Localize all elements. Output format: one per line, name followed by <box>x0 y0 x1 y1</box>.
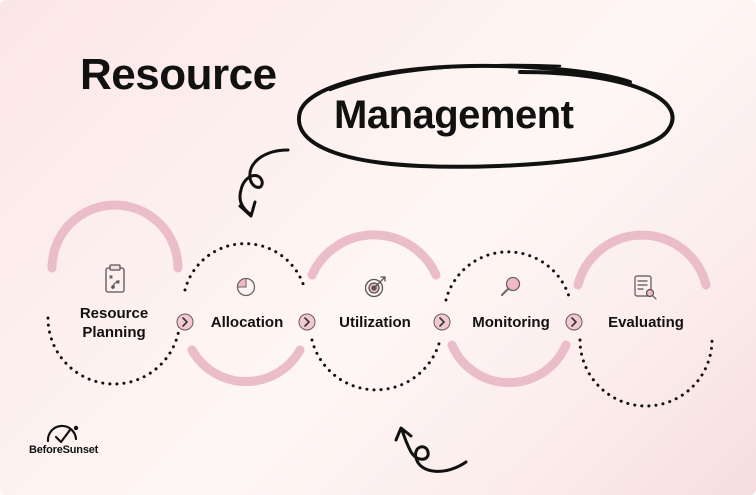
step-label-2-line1: Allocation <box>210 314 284 331</box>
curly-arrow-top <box>238 148 290 218</box>
step-label-3-line1: Utilization <box>339 314 411 331</box>
step-circle-1 <box>46 200 183 386</box>
curly-arrow-bottom <box>394 426 468 473</box>
step-label-1-line1: Resource <box>79 305 149 322</box>
step-circle-3 <box>307 230 442 392</box>
step-label-4-line1: Monitoring <box>472 314 550 331</box>
title-management: Management <box>334 93 574 137</box>
title-ellipse <box>296 63 675 169</box>
step-label-2: Allocation <box>211 313 284 332</box>
step-circle-2 <box>183 242 307 387</box>
magnifier-icon <box>501 276 521 296</box>
beforesunset-logo-text: BeforeSunset <box>29 444 99 456</box>
title-resource: Resource <box>80 50 277 99</box>
step-circle-4 <box>444 250 572 388</box>
target-icon <box>364 276 386 298</box>
step-label-5-line1: Evaluating <box>608 314 684 331</box>
step-label-5: Evaluating <box>608 313 684 332</box>
connector-4 <box>565 313 583 331</box>
step-circle-5 <box>573 230 714 408</box>
step-label-1: Resource Planning <box>80 304 148 342</box>
connector-3 <box>433 313 451 331</box>
step-label-3: Utilization <box>339 313 411 332</box>
step-label-4: Monitoring <box>472 313 549 332</box>
connector-1 <box>176 313 194 331</box>
clipboard-plan-icon <box>105 264 125 293</box>
step-label-1-line2: Planning <box>82 324 146 341</box>
beforesunset-logo-mark <box>46 424 79 444</box>
connector-2 <box>298 313 316 331</box>
pie-chart-icon <box>236 277 256 297</box>
document-search-icon <box>634 275 657 300</box>
